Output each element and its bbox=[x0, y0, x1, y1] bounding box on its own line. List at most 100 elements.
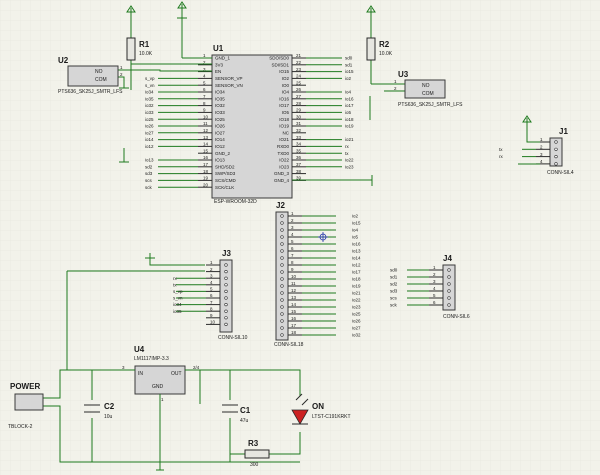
u1-net-label: io25 bbox=[145, 117, 154, 122]
u1-net-label: io5 bbox=[345, 110, 352, 115]
j2-part: CONN-SIL18 bbox=[274, 342, 304, 348]
conn-net-label: io4 bbox=[352, 228, 359, 233]
u1-net-label: sd1 bbox=[345, 62, 353, 67]
conn-net-label: io14 bbox=[352, 256, 361, 261]
gnd-bottom bbox=[156, 462, 164, 471]
vcc-arrow-r2 bbox=[366, 5, 376, 22]
j4-ref: J4 bbox=[443, 254, 452, 263]
conn-pin-socket bbox=[224, 316, 228, 320]
u1-pin-number: 26 bbox=[296, 87, 302, 92]
conn-pin-socket bbox=[554, 162, 558, 166]
j3-connector[interactable]: J3 CONN-SIL10 123rx4tx5s_vp6s_vn7io348io… bbox=[173, 249, 248, 341]
u1-pin-name: SENSOR_VP bbox=[215, 76, 243, 81]
u1-pin-name: IO33 bbox=[215, 110, 225, 115]
u3-pin-no: NO bbox=[422, 83, 430, 89]
u1-net-label: io17 bbox=[345, 103, 354, 108]
u1-pin-name: IO32 bbox=[215, 103, 225, 108]
conn-net-label: sd0 bbox=[390, 268, 398, 273]
u1-pin-name: SDI/SD1 bbox=[271, 62, 289, 67]
u1-net-label: io23 bbox=[345, 164, 354, 169]
conn-net-label: s_vp bbox=[173, 289, 183, 294]
conn-net-label: tx bbox=[499, 147, 503, 152]
u1-net-label: io4 bbox=[345, 90, 352, 95]
conn-pin-socket bbox=[280, 221, 284, 225]
conn-pin-number: 3 bbox=[540, 152, 543, 157]
u1-pin-name: SHD/SD2 bbox=[215, 164, 235, 169]
u1-body bbox=[211, 54, 293, 199]
j3-body bbox=[219, 259, 233, 333]
u4-pin-out: 2/4 bbox=[193, 365, 200, 370]
gnd-symbol-u1 bbox=[292, 175, 373, 186]
u1-pin-number: 15 bbox=[203, 148, 209, 153]
conn-pin-socket bbox=[280, 284, 284, 288]
u1-pin-name: IO13 bbox=[215, 158, 225, 163]
conn-pin-socket bbox=[447, 268, 451, 272]
conn-pin-number: 4 bbox=[540, 159, 543, 164]
conn-pin-number: 15 bbox=[291, 309, 297, 314]
conn-net-label: io16 bbox=[352, 242, 361, 247]
u3-pushbutton[interactable]: U3 NO COM 1 2 PTS636_SK25J_SMTR_LFS bbox=[394, 70, 463, 108]
u1-pin-name: IO17 bbox=[279, 103, 289, 108]
conn-pin-socket bbox=[280, 312, 284, 316]
u1-pin-name: IO18 bbox=[279, 117, 289, 122]
r2-resistor[interactable]: R2 10.0K bbox=[366, 22, 393, 84]
conn-pin-socket bbox=[224, 263, 228, 267]
conn-pin-number: 17 bbox=[291, 323, 297, 328]
r3-body bbox=[244, 449, 270, 459]
u3-pin2: 2 bbox=[394, 86, 397, 91]
u1-net-label: scs bbox=[145, 178, 153, 183]
u1-pin-name: SDO/SD0 bbox=[269, 56, 289, 61]
u1-net-label: io12 bbox=[145, 144, 154, 149]
conn-pin-socket bbox=[280, 277, 284, 281]
u2-body bbox=[67, 65, 119, 87]
u1-net-label: io16 bbox=[345, 96, 354, 101]
conn-pin-socket bbox=[280, 249, 284, 253]
u2-pushbutton[interactable]: U2 NO COM 1 2 PTS636_SK25J_SMTR_LFS bbox=[58, 56, 123, 95]
conn-pin-number: 18 bbox=[291, 330, 297, 335]
power-title: POWER bbox=[10, 382, 40, 391]
c1-capacitor[interactable]: C1 47u bbox=[222, 404, 251, 424]
u1-pin-number: 23 bbox=[296, 67, 302, 72]
conn-pin-socket bbox=[280, 319, 284, 323]
u1-pin-name: IO35 bbox=[215, 96, 225, 101]
conn-net-label: sd3 bbox=[390, 289, 398, 294]
power-part: TBLOCK-2 bbox=[8, 424, 33, 430]
u4-body bbox=[134, 365, 186, 395]
r3-resistor[interactable]: R3 300 bbox=[244, 439, 270, 468]
j3-ref: J3 bbox=[222, 249, 231, 258]
u2-pin1: 1 bbox=[120, 65, 123, 70]
conn-pin-number: 8 bbox=[210, 306, 213, 311]
c2-capacitor[interactable]: C2 10u bbox=[84, 402, 115, 420]
c2-ref: C2 bbox=[104, 402, 115, 411]
r1-resistor[interactable]: R1 10.0K bbox=[126, 22, 153, 90]
u1-pin-number: 19 bbox=[203, 176, 209, 181]
conn-pin-number: 4 bbox=[291, 232, 294, 237]
j2-ref: J2 bbox=[276, 201, 285, 210]
c2-value: 10u bbox=[104, 414, 113, 420]
conn-pin-number: 3 bbox=[291, 225, 294, 230]
u1-pin-number: 13 bbox=[203, 135, 209, 140]
u1-net-label: io2 bbox=[345, 76, 352, 81]
conn-pin-number: 6 bbox=[433, 300, 436, 305]
conn-pin-number: 4 bbox=[433, 286, 436, 291]
power-body bbox=[14, 393, 44, 411]
u3-part: PTS636_SK25J_SMTR_LFS bbox=[398, 102, 463, 108]
on-led[interactable]: ON LTST-C191KRKT bbox=[291, 393, 351, 425]
power-terminal-block[interactable]: POWER TBLOCK-2 bbox=[8, 382, 44, 430]
crosshair-marker bbox=[318, 232, 328, 242]
u1-pin-number: 31 bbox=[296, 121, 302, 126]
u1-pin-name: GND_4 bbox=[274, 178, 290, 183]
conn-net-label: io13 bbox=[352, 249, 361, 254]
gnd-arrow-j1 bbox=[522, 115, 532, 130]
conn-pin-socket bbox=[224, 309, 228, 313]
conn-pin-number: 16 bbox=[291, 316, 297, 321]
u4-regulator[interactable]: U4 LM1117IMP-3.3 IN OUT GND 3 2/4 1 bbox=[122, 345, 200, 402]
led-ref: ON bbox=[312, 402, 324, 411]
j3-part: CONN-SIL10 bbox=[218, 335, 248, 341]
u1-pin-number: 4 bbox=[203, 74, 206, 79]
u1-net-label: io19 bbox=[345, 124, 354, 129]
